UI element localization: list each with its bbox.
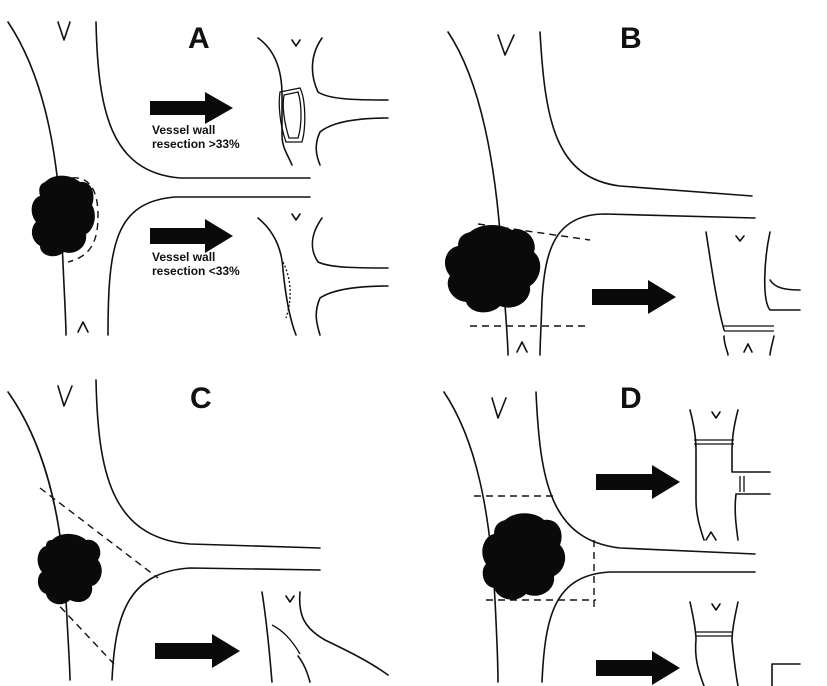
panel-c: C <box>8 380 388 682</box>
vessel-upper-wall <box>540 32 752 196</box>
panel-a-letter: A <box>188 22 210 55</box>
result-end-to-end <box>706 232 800 355</box>
arrow-right-icon <box>592 280 676 314</box>
vessel-notch-top <box>58 386 72 406</box>
result-patch-closure <box>690 602 800 686</box>
vessel-notch-bottom <box>517 342 527 352</box>
tumor-mass-icon <box>482 513 565 599</box>
result-end-to-side <box>262 592 388 682</box>
arrow-right-icon <box>150 92 233 124</box>
arrow-right-icon <box>596 651 680 685</box>
arrow-right-icon <box>596 465 680 499</box>
panel-b-letter: B <box>620 22 642 55</box>
vessel-notch-top <box>58 22 70 40</box>
arrow-right-icon <box>155 634 240 668</box>
note-line: Vessel wall <box>152 250 215 264</box>
note-resection-less: Vessel wall resection <33% <box>152 250 240 278</box>
panel-b: B <box>445 22 800 355</box>
note-line: Vessel wall <box>152 123 215 137</box>
note-resection-greater: Vessel wall resection >33% <box>152 123 240 151</box>
panel-d-letter: D <box>620 382 642 415</box>
arrow-right-icon <box>150 219 233 253</box>
panel-a: A Vessel wall resection >33% Vessel wall… <box>8 22 388 335</box>
result-reimplantation <box>690 410 770 540</box>
note-line: resection <33% <box>152 264 240 278</box>
vessel-notch-top <box>492 398 506 418</box>
vessel-upper-wall <box>536 392 755 554</box>
result-primary-repair <box>258 214 388 335</box>
resection-line-lower <box>52 598 114 664</box>
tumor-mass-icon <box>38 534 102 604</box>
vessel-notch-top <box>498 35 514 55</box>
vessel-lower-wall <box>540 214 755 355</box>
note-line: resection >33% <box>152 137 240 151</box>
result-patch-repair <box>258 38 388 165</box>
panel-c-letter: C <box>190 382 212 415</box>
tumor-mass-icon <box>32 176 95 257</box>
tumor-mass-icon <box>445 225 540 312</box>
panel-d: D <box>444 382 800 686</box>
vessel-notch-bottom <box>78 322 88 332</box>
